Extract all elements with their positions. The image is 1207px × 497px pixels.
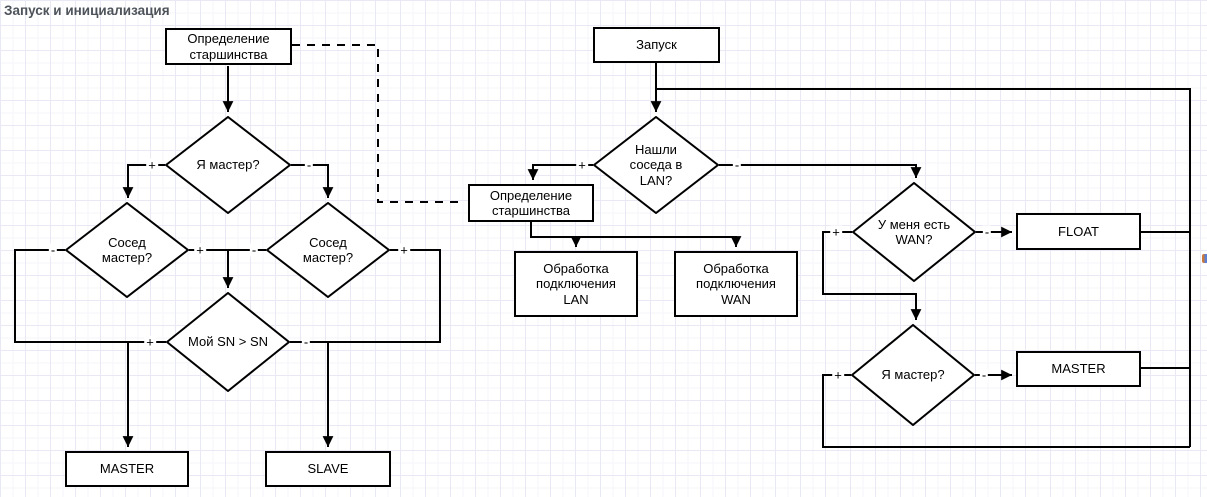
node-neighbor-master-right[interactable]: Сосед мастер? [266, 202, 390, 298]
page-title[interactable]: Запуск и инициализация [4, 3, 170, 18]
node-neighbor-master-right-label: Сосед мастер? [302, 234, 354, 265]
edge-label-neighbor-left-plus[interactable]: + [194, 242, 206, 258]
edge-label-found-lan-plus[interactable]: + [576, 157, 588, 173]
diamond-shape [166, 292, 290, 392]
node-found-lan[interactable]: Нашли соседа в LAN? [593, 116, 719, 214]
node-neighbor-master-left[interactable]: Сосед мастер? [65, 202, 189, 298]
clipped-ui-fragment [1202, 254, 1207, 263]
node-left-seniority[interactable]: Определение старшинства [165, 28, 292, 65]
node-slave-label: SLAVE [307, 461, 349, 477]
edge-loop-bus[interactable] [656, 88, 1191, 447]
node-lan-handler[interactable]: Обработка подключения LAN [514, 251, 638, 317]
edge-label-neighbor-left-minus[interactable]: - [48, 242, 58, 258]
node-left-master-label: MASTER [99, 461, 155, 477]
node-wan-handler-label: Обработка подключения WAN [696, 261, 776, 307]
edge-label-sn-plus[interactable]: + [144, 334, 156, 350]
node-right-am-master-label: Я мастер? [881, 367, 945, 383]
edge-label-am-master-plus[interactable]: + [146, 157, 158, 173]
edge-am-master-minus[interactable] [291, 164, 334, 198]
node-float-label: FLOAT [1058, 223, 1099, 239]
edge-label-have-wan-plus[interactable]: + [830, 224, 842, 240]
node-left-am-master-label: Я мастер? [196, 157, 260, 173]
edge-label-neighbor-right-minus[interactable]: - [249, 242, 259, 258]
edge-label-right-am-master-plus[interactable]: + [832, 367, 844, 383]
edge-label-sn-minus[interactable]: - [301, 334, 311, 350]
edge-neighbor-right-plus-loop[interactable] [328, 249, 441, 343]
node-slave[interactable]: SLAVE [265, 451, 391, 487]
diamond-shape [593, 116, 719, 214]
diamond-shape [165, 116, 291, 214]
node-start-label: Запуск [636, 37, 677, 53]
edge-label-am-master-minus[interactable]: - [304, 157, 314, 173]
node-start[interactable]: Запуск [593, 27, 720, 63]
node-left-seniority-label: Определение старшинства [187, 31, 270, 62]
diamond-shape [851, 324, 975, 426]
edge-label-neighbor-right-plus[interactable]: + [398, 242, 410, 258]
edge-found-lan-plus[interactable] [527, 164, 593, 180]
node-neighbor-master-left-label: Сосед мастер? [101, 234, 153, 265]
node-left-master[interactable]: MASTER [65, 451, 189, 487]
diamond-shape [852, 182, 976, 282]
edge-neighbor-left-minus-loop[interactable] [14, 249, 128, 343]
node-left-am-master[interactable]: Я мастер? [165, 116, 291, 214]
node-float[interactable]: FLOAT [1016, 213, 1141, 250]
node-mid-seniority-label: Определение старшинства [489, 187, 573, 218]
edge-found-lan-minus[interactable] [719, 164, 922, 178]
edge-label-have-wan-minus[interactable]: - [982, 224, 992, 240]
node-right-master[interactable]: MASTER [1016, 351, 1141, 387]
node-lan-handler-label: Обработка подключения LAN [536, 261, 616, 307]
diamond-shape [65, 202, 189, 298]
node-wan-handler[interactable]: Обработка подключения WAN [674, 251, 798, 317]
edge-seniority-to-wan-handler[interactable] [530, 222, 742, 247]
edge-seniority-link-dashed[interactable] [292, 44, 464, 203]
node-have-wan[interactable]: У меня есть WAN? [852, 182, 976, 282]
node-found-lan-label: Нашли соседа в LAN? [629, 142, 683, 188]
node-mid-seniority[interactable]: Определение старшинства [468, 184, 594, 222]
edge-label-right-am-master-minus[interactable]: - [979, 367, 989, 383]
node-right-master-label: MASTER [1051, 361, 1106, 377]
node-have-wan-label: У меня есть WAN? [877, 216, 951, 247]
diamond-shape [266, 202, 390, 298]
node-sn-compare-label: Мой SN > SN [187, 334, 268, 350]
node-right-am-master[interactable]: Я мастер? [851, 324, 975, 426]
edge-label-found-lan-minus[interactable]: - [732, 157, 742, 173]
node-sn-compare[interactable]: Мой SN > SN [166, 292, 290, 392]
